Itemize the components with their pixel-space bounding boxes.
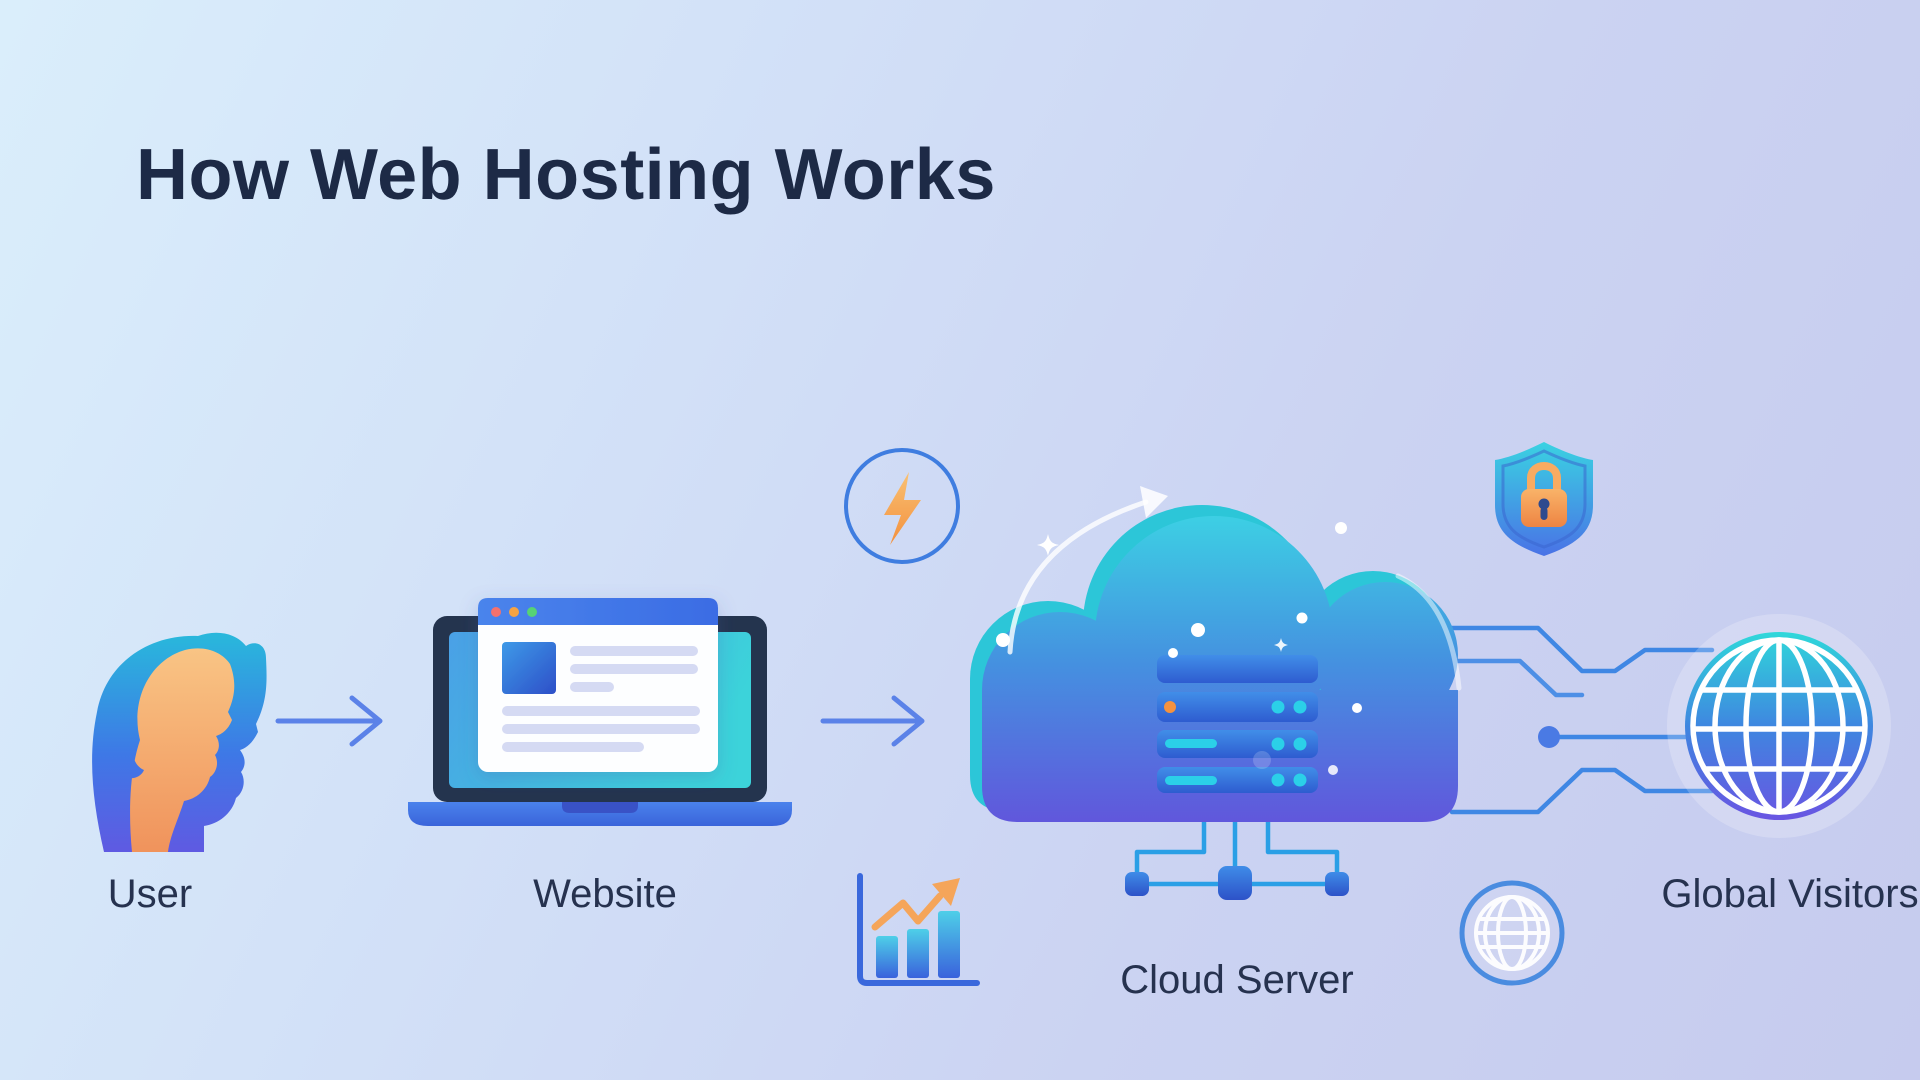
circuit-traces <box>1449 625 1715 815</box>
browser-text-lines <box>502 646 700 752</box>
website-label: Website <box>533 872 677 916</box>
right-arrow-icon <box>820 695 925 747</box>
globe-gradient-icon <box>1667 614 1891 838</box>
trace-node-dot <box>1538 726 1560 748</box>
browser-window <box>478 598 718 772</box>
cloud-server-rack-icon <box>970 486 1462 900</box>
globe-wireframe-icon <box>1459 880 1565 986</box>
traffic-light-green-icon <box>527 607 537 617</box>
cloud-server-label: Cloud Server <box>1120 958 1354 1002</box>
traffic-light-red-icon <box>491 607 501 617</box>
laptop-browser-icon <box>408 598 792 826</box>
lightning-bolt-icon <box>844 448 960 564</box>
server-rack <box>1157 655 1318 793</box>
page-title: How Web Hosting Works <box>136 135 996 215</box>
curved-arrow-icon <box>1007 486 1462 691</box>
growth-bar-chart-icon <box>857 873 980 986</box>
user-label: User <box>107 872 193 916</box>
traffic-light-orange-icon <box>509 607 519 617</box>
right-arrow-icon <box>275 695 383 747</box>
ear-icon <box>112 734 144 779</box>
server-status-orange-dot <box>1164 701 1176 713</box>
shield-lock-icon <box>1495 442 1593 556</box>
network-nodes <box>1125 866 1349 900</box>
global-visitors-label: Global Visitors <box>1661 872 1919 916</box>
sparkle-decorations <box>996 522 1362 775</box>
browser-image-placeholder <box>502 642 556 694</box>
user-profile-icon <box>92 632 267 852</box>
